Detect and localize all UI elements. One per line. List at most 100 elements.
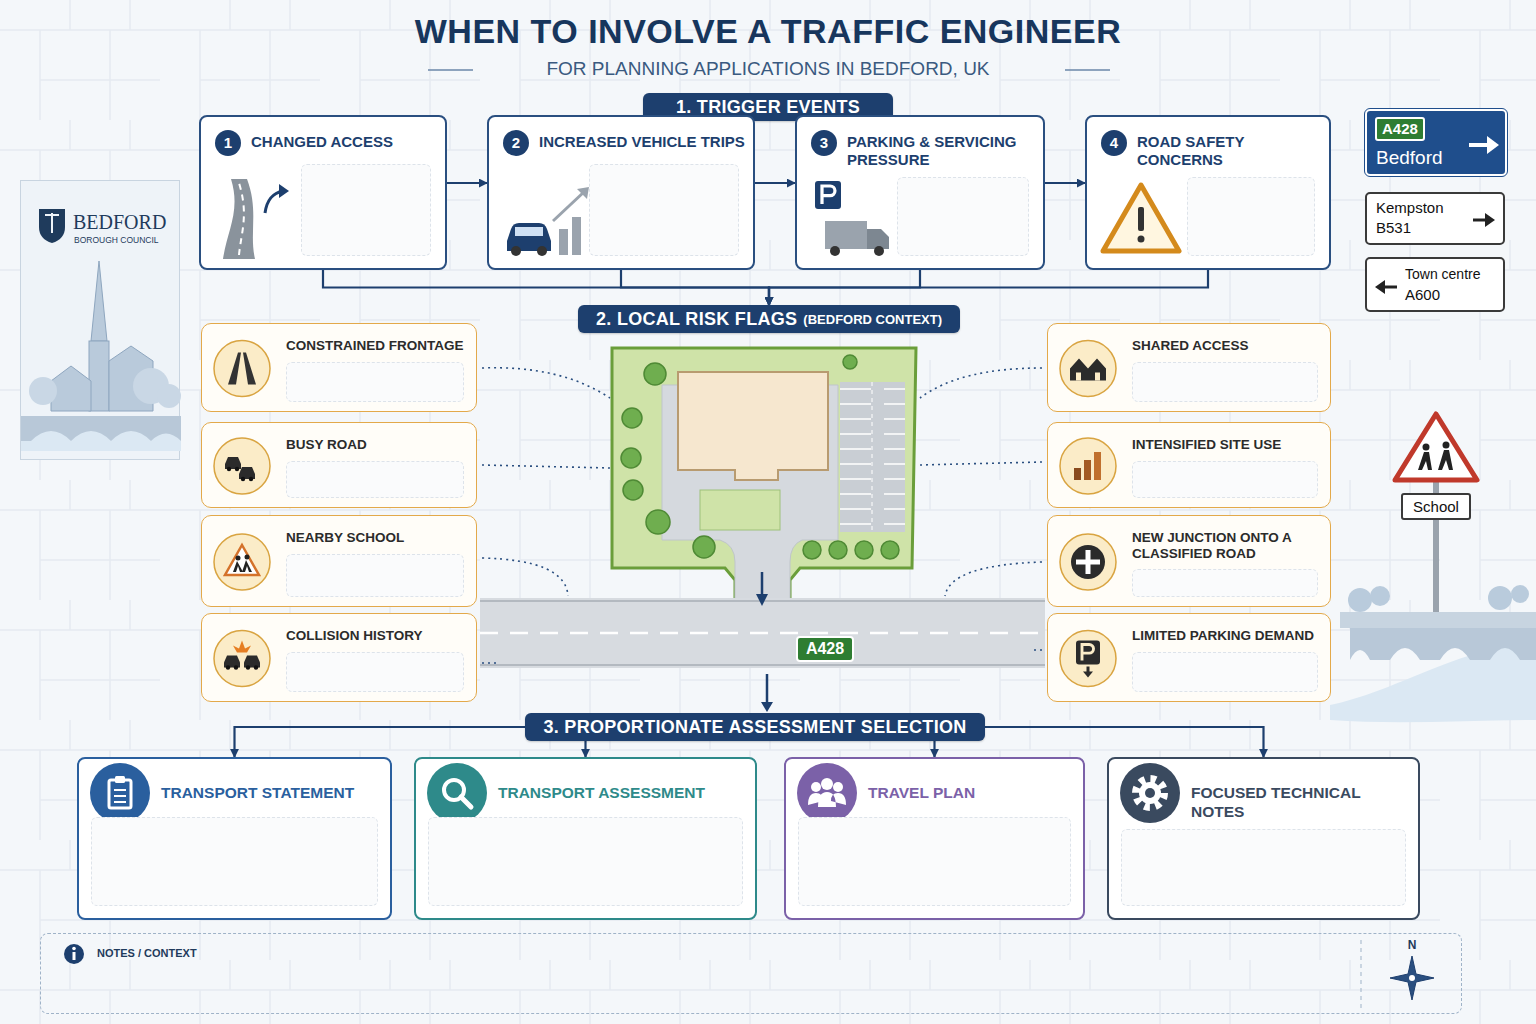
decoration-path — [1485, 213, 1495, 227]
decoration-path — [91, 261, 107, 341]
decoration-path — [224, 656, 240, 668]
road-number: A600 — [1405, 286, 1440, 303]
decoration-path — [233, 641, 251, 653]
decoration-rect — [1095, 373, 1100, 381]
decoration-g — [1060, 341, 1116, 397]
decoration-path — [822, 186, 835, 204]
decoration-rect — [480, 598, 1045, 668]
destination: Kempston — [1376, 199, 1444, 216]
decoration-circle — [249, 477, 253, 481]
decoration-circle — [235, 467, 239, 471]
decoration-g — [1103, 185, 1179, 251]
decoration-path — [242, 560, 252, 572]
placeholder-field — [1121, 829, 1406, 906]
decoration-path — [39, 209, 65, 243]
decoration-rect — [1094, 452, 1101, 480]
decoration-path — [239, 183, 244, 255]
connector-arrow — [621, 270, 769, 305]
placeholder-field — [428, 817, 743, 906]
decoration-circle — [843, 355, 857, 369]
decoration-circle — [1409, 975, 1415, 981]
decoration-circle — [64, 944, 84, 964]
decoration-circle — [72, 947, 76, 951]
decoration-circle — [1348, 588, 1372, 612]
decoration-rect — [1084, 460, 1091, 480]
decoration-circle — [157, 384, 181, 408]
decoration-path — [1350, 628, 1536, 660]
flag-box: SHARED ACCESS — [1047, 323, 1331, 412]
connector-arrow — [584, 741, 586, 757]
decoration-circle — [803, 541, 821, 559]
connector-arrow — [235, 727, 526, 757]
flag-heading: BUSY ROAD — [286, 437, 466, 453]
assess-box: FOCUSED TECHNICAL NOTES — [1107, 757, 1420, 920]
decoration-path — [244, 656, 260, 668]
decoration-circle — [1136, 779, 1164, 807]
decoration-path — [279, 184, 289, 198]
decoration-rect — [840, 382, 905, 532]
sign-plate-text: School — [1413, 498, 1459, 515]
signA-box: A428Bedford — [1365, 109, 1507, 176]
decoration-line — [872, 382, 873, 532]
decoration-g — [427, 763, 487, 823]
signWL-box: Town centreA600 — [1365, 257, 1505, 312]
decoration-path — [482, 465, 610, 468]
decoration-circle — [646, 510, 670, 534]
decoration-circle — [246, 665, 250, 669]
decoration-rect — [115, 776, 125, 783]
decoration-circle — [427, 763, 487, 823]
decoration-circle — [214, 438, 270, 494]
placeholder-field — [301, 164, 431, 256]
decoration-circle — [881, 541, 899, 559]
flag-heading: LIMITED PARKING DEMAND — [1132, 628, 1320, 644]
decoration-path — [114, 790, 126, 802]
decoration-line — [1065, 69, 1110, 71]
decoration-line — [480, 664, 1045, 666]
decoration-circle — [622, 408, 642, 428]
decoration-rect — [1138, 207, 1144, 231]
subtitle: FOR PLANNING APPLICATIONS IN BEDFORD, UK — [546, 58, 989, 80]
decoration-circle — [621, 448, 641, 468]
decoration-path — [1375, 280, 1385, 294]
decoration-circle — [833, 782, 843, 792]
decoration-g — [214, 534, 270, 590]
assess-box: TRANSPORT STATEMENT — [77, 757, 392, 920]
decoration-path — [461, 797, 471, 807]
decoration-circle — [1443, 442, 1450, 449]
placeholder-field — [1132, 569, 1318, 597]
decoration-circle — [214, 631, 270, 687]
flag-box: BUSY ROAD — [201, 422, 477, 508]
flag-box: INTENSIFIED SITE USE — [1047, 422, 1331, 508]
decoration-path — [228, 353, 256, 385]
road-number: A428 — [1375, 117, 1425, 141]
trigger-box: 1CHANGED ACCESS — [199, 115, 447, 270]
decoration-path — [51, 366, 91, 411]
decoration-path — [225, 457, 241, 469]
decoration-circle — [254, 665, 258, 669]
connector-arrow — [323, 270, 769, 305]
decoration-circle — [1060, 534, 1116, 590]
decoration-g — [482, 368, 1042, 663]
trigger-heading: ROAD SAFETY CONCERNS — [1137, 133, 1321, 169]
flag-box: CONSTRAINED FRONTAGE — [201, 323, 477, 412]
decoration-path — [45, 213, 59, 233]
flag-heading: CONSTRAINED FRONTAGE — [286, 338, 466, 354]
decoration-g — [29, 368, 181, 408]
callout-number: 2 — [503, 130, 529, 156]
decoration-g — [214, 341, 270, 397]
flag-heading: SHARED ACCESS — [1132, 338, 1320, 354]
section-heading: 3. PROPORTIONATE ASSESSMENT SELECTION — [543, 717, 966, 738]
placeholder-field — [1132, 362, 1318, 402]
decoration-circle — [1488, 586, 1512, 610]
decoration-path — [1082, 645, 1094, 661]
decoration-circle — [214, 341, 270, 397]
decoration-path — [239, 467, 255, 479]
connector-arrow — [1045, 182, 1085, 184]
decoration-rect — [109, 780, 131, 808]
decoration-g — [507, 187, 589, 256]
decoration-path — [756, 594, 768, 606]
